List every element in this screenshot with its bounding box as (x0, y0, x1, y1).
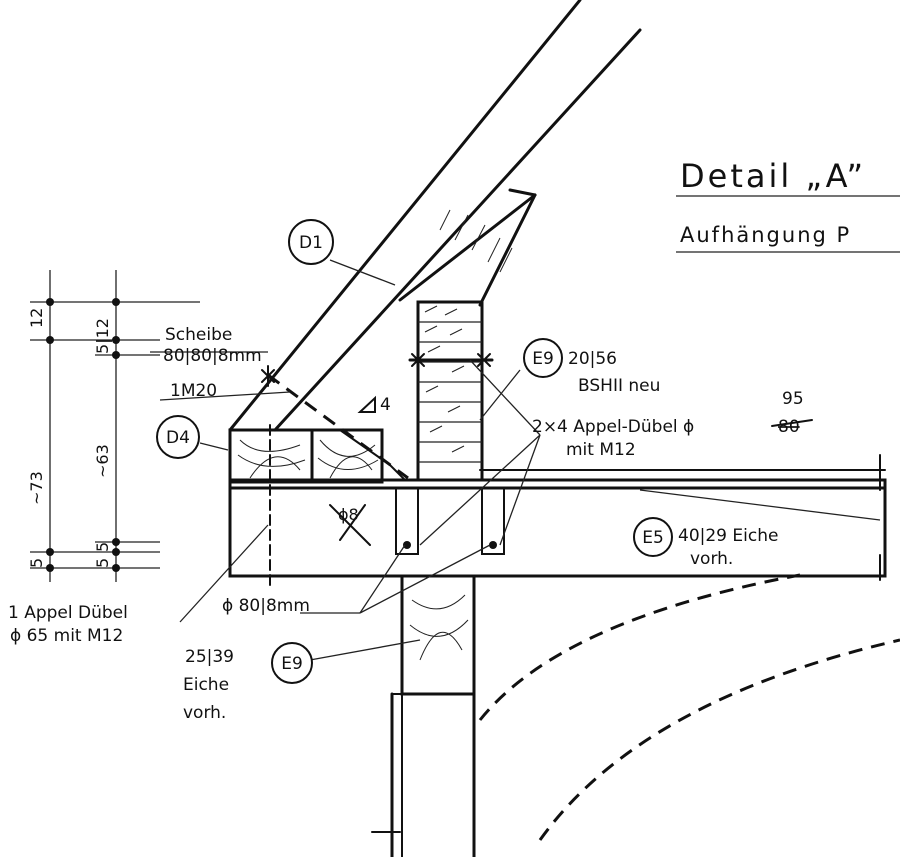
bubble-e9-upper-label: E9 (532, 349, 554, 369)
label-e5-note: vorh. (690, 549, 733, 569)
bubble-e5-label: E5 (642, 528, 664, 548)
label-single-dowel-1: 1 Appel Dübel (8, 603, 128, 623)
label-e5-size: 40|29 Eiche (678, 526, 778, 546)
label-scheibe-size: 80|80|8mm (163, 346, 262, 366)
label-e9-size: 20|56 (568, 349, 617, 369)
bubble-d4-label: D4 (166, 428, 190, 448)
bubble-d1-label: D1 (299, 233, 323, 253)
detail-subtitle: Aufhängung P (680, 223, 851, 247)
block-d4 (228, 428, 406, 484)
bubble-e9-upper: E9 (523, 338, 563, 378)
label-dowel-qty: 2×4 Appel-Dübel ϕ (532, 417, 694, 437)
bolt-star-mark-2 (411, 353, 491, 367)
leader-lines (150, 195, 900, 661)
label-bolt: 1M20 (170, 381, 217, 401)
label-scheibe: Scheibe (165, 325, 232, 345)
bolt-star-mark (261, 365, 275, 387)
arch-dashed-outer (478, 573, 801, 721)
label-dowel-old-dia: 80 (778, 417, 800, 437)
dim-outer-12: 12 (27, 308, 46, 328)
label-single-dowel-2: ϕ 65 mit M12 (10, 626, 123, 646)
label-e9-material: BSHII neu (578, 376, 660, 396)
dim-inner-5-12: 5|12 (93, 318, 112, 354)
label-post-size: 25|39 (185, 647, 234, 667)
bubble-e5: E5 (633, 517, 673, 557)
bubble-e9-lower-label: E9 (281, 654, 303, 674)
rafter-d1 (228, 0, 642, 432)
label-washer: ϕ 80|8mm (222, 596, 310, 616)
dim-outer-5: 5 (27, 558, 46, 568)
post-e9-lower (390, 574, 476, 857)
bubble-d4: D4 (156, 415, 200, 459)
dim-inner-5a: 5 (93, 542, 112, 552)
dim-outer-73: ~73 (27, 471, 46, 505)
phi8-symbol (329, 504, 371, 546)
bubble-d1: D1 (288, 219, 334, 265)
dowel-plates (395, 487, 505, 555)
detail-title: Detail „A” (680, 157, 866, 195)
label-phi8: ϕ8 (338, 505, 359, 524)
dim-inner-63: ~63 (93, 444, 112, 478)
label-dowel-bolt: mit M12 (566, 440, 636, 460)
dimension-chains (30, 270, 200, 582)
label-weld: 4 (380, 395, 391, 415)
label-dowel-new-dia: 95 (782, 389, 804, 409)
arch-dashed-inner (538, 638, 900, 841)
strike-old-dia (771, 419, 813, 427)
weld-symbol (357, 395, 376, 413)
label-post-note: vorh. (183, 703, 226, 723)
dim-inner-5b: 5 (93, 558, 112, 568)
bubble-e9-lower: E9 (271, 642, 313, 684)
label-post-material: Eiche (183, 675, 229, 695)
beam-e5 (228, 454, 887, 581)
post-e9-upper (408, 300, 494, 482)
